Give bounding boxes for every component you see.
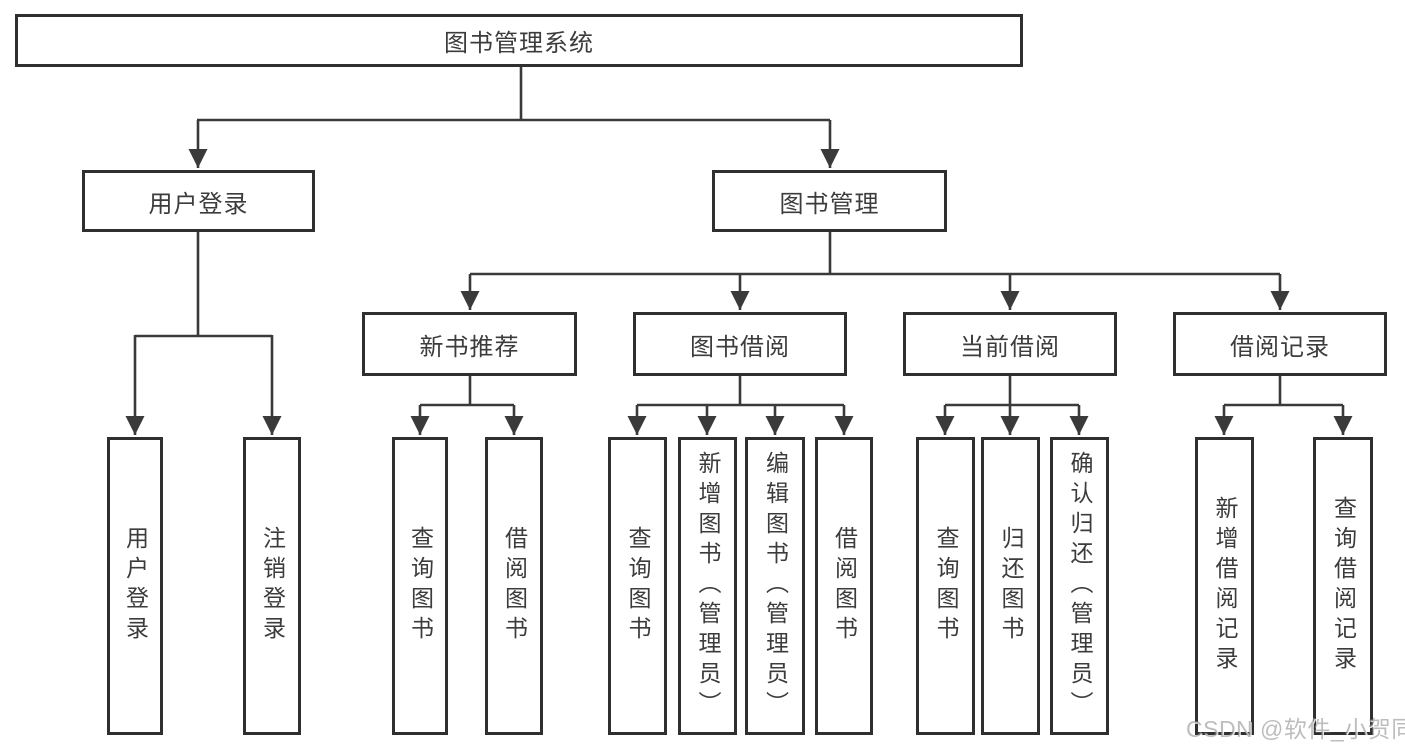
connector-borrow-records-children bbox=[1214, 376, 1353, 435]
leaf-edit-books-admin: 编辑图书（管理员） bbox=[745, 437, 805, 735]
connector-book-borrowing-children bbox=[627, 376, 854, 435]
connector-root-to-level2 bbox=[188, 66, 840, 168]
node-label: 借阅图书 bbox=[501, 526, 528, 646]
node-label: 用户登录 bbox=[122, 526, 149, 646]
node-current-borrowing: 当前借阅 bbox=[903, 312, 1117, 376]
leaf-user-login: 用户登录 bbox=[107, 437, 163, 735]
leaf-query-borrow-record: 查询借阅记录 bbox=[1313, 437, 1373, 735]
csdn-watermark: CSDN @软件_小贺同学 bbox=[1186, 716, 1405, 742]
leaf-add-borrow-record: 新增借阅记录 bbox=[1195, 437, 1254, 735]
connector-book-management-to-level3 bbox=[460, 232, 1290, 310]
leaf-logout: 注销登录 bbox=[243, 437, 301, 735]
node-library-management-system: 图书管理系统 bbox=[15, 14, 1023, 67]
node-label: 新增借阅记录 bbox=[1212, 496, 1238, 676]
node-label: 新增图书（管理员） bbox=[695, 451, 721, 721]
leaf-add-books-admin: 新增图书（管理员） bbox=[678, 437, 737, 735]
node-label: 查询图书 bbox=[933, 526, 959, 646]
node-label: 确认归还（管理员） bbox=[1067, 451, 1093, 721]
node-label: 查询图书 bbox=[625, 526, 651, 646]
connector-new-book-recommend-children bbox=[410, 376, 524, 435]
leaf-borrowing-query-books: 查询图书 bbox=[608, 437, 667, 735]
leaf-borrowing-borrow-books: 借阅图书 bbox=[815, 437, 873, 735]
node-label: 编辑图书（管理员） bbox=[762, 451, 789, 721]
node-user-login: 用户登录 bbox=[82, 170, 315, 232]
leaf-recommend-query-books: 查询图书 bbox=[392, 437, 448, 735]
node-book-management: 图书管理 bbox=[712, 170, 947, 232]
leaf-return-books: 归还图书 bbox=[981, 437, 1040, 735]
connector-current-borrowing-children bbox=[935, 376, 1089, 435]
node-new-book-recommend: 新书推荐 bbox=[362, 312, 577, 376]
node-book-borrowing: 图书借阅 bbox=[633, 312, 847, 376]
node-label: 归还图书 bbox=[998, 526, 1024, 646]
node-label: 借阅图书 bbox=[831, 526, 858, 646]
node-label: 注销登录 bbox=[259, 526, 286, 646]
node-borrow-records: 借阅记录 bbox=[1173, 312, 1387, 376]
leaf-confirm-return-admin: 确认归还（管理员） bbox=[1050, 437, 1109, 735]
node-label: 查询图书 bbox=[407, 526, 434, 646]
connector-user-login-children bbox=[125, 232, 282, 435]
node-label: 查询借阅记录 bbox=[1330, 496, 1357, 676]
leaf-recommend-borrow-books: 借阅图书 bbox=[485, 437, 543, 735]
leaf-current-query-books: 查询图书 bbox=[916, 437, 975, 735]
